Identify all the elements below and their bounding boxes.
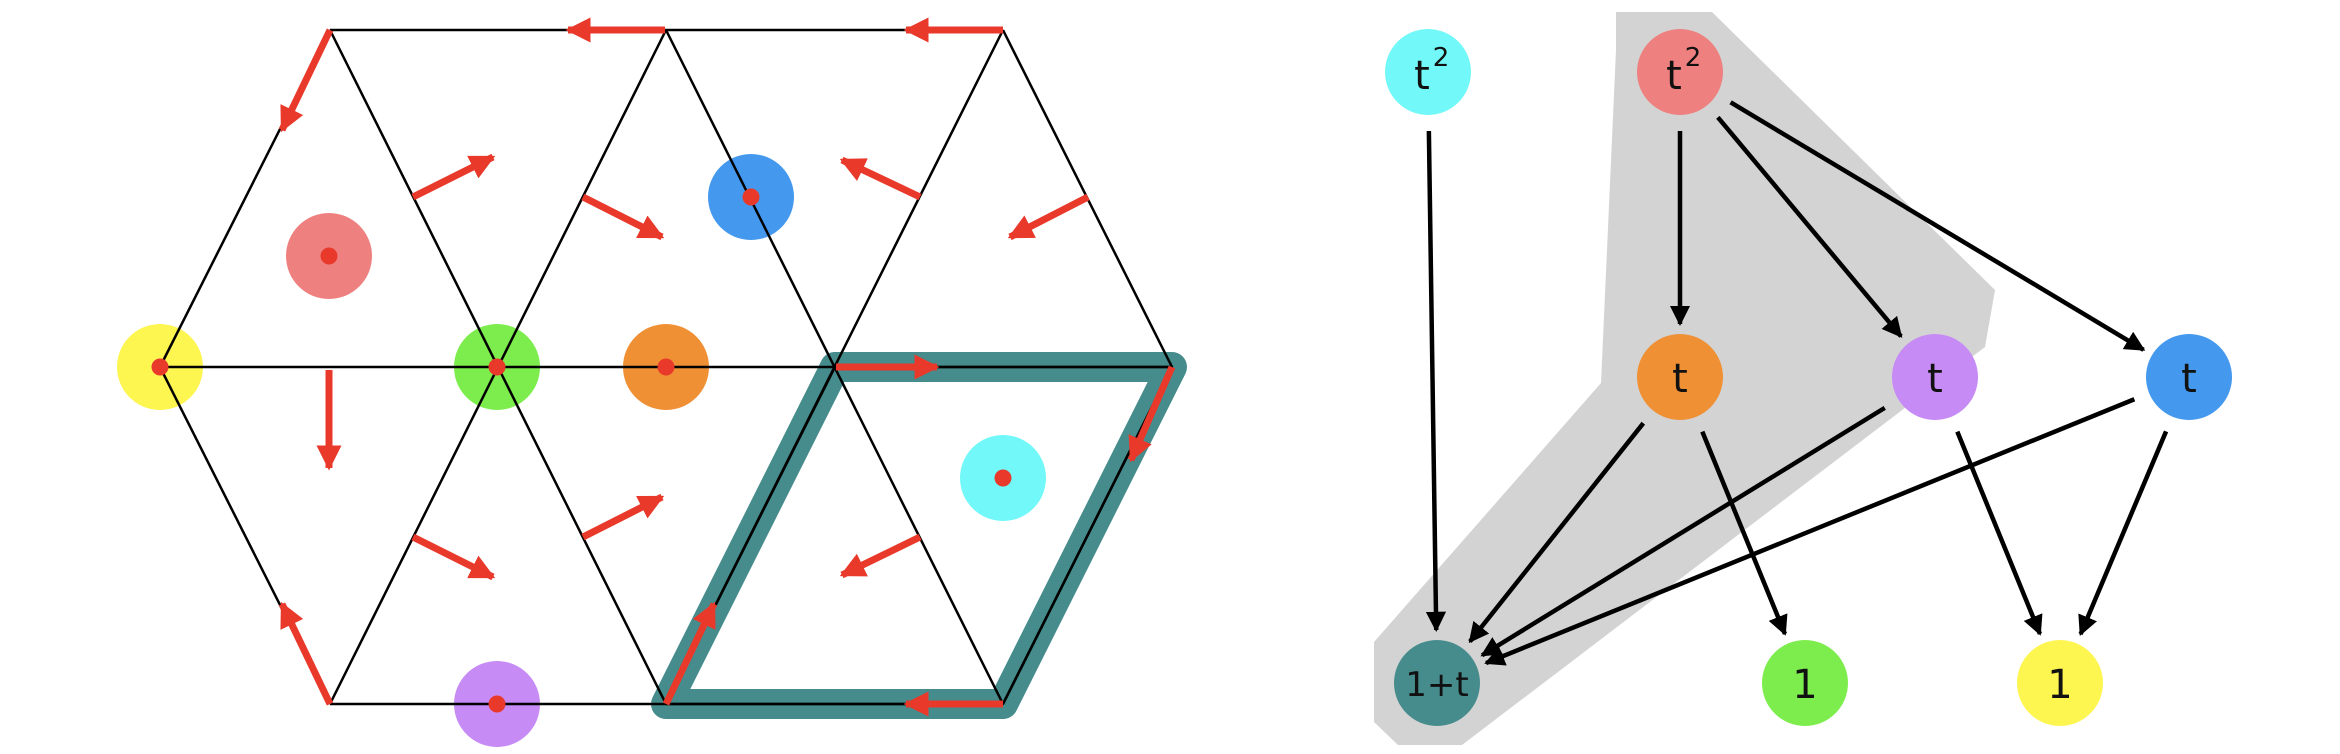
- blue_t-circle: [2146, 334, 2232, 420]
- node-purple_t: t: [1892, 334, 1978, 420]
- purple_t-circle: [1892, 334, 1978, 420]
- flow-arrow-3: [278, 28, 334, 133]
- green_1-label: 1: [1792, 662, 1817, 708]
- node-green_1: 1: [1762, 640, 1848, 726]
- orange_t-label: t: [1672, 356, 1688, 402]
- edge-pink_t2-to-blue_t: [1729, 100, 2146, 352]
- node-yellow_1: 1: [2017, 640, 2103, 726]
- pink-marker-center: [320, 247, 338, 265]
- edge-orange_t-to-green_1: [1700, 430, 1788, 636]
- teal_1pt-circle: [1394, 640, 1480, 726]
- purple_t-label: t: [1927, 356, 1943, 402]
- orange_t-circle: [1637, 334, 1723, 420]
- orange-marker-center: [657, 358, 675, 376]
- flow-arrow-12: [839, 533, 922, 579]
- marker-center-dots: [151, 188, 1012, 713]
- flow-arrow-11: [581, 493, 665, 541]
- cyan_t2-superscript: 2: [1433, 43, 1450, 73]
- yellow-marker-center: [151, 358, 169, 376]
- edge-blue_t-to-teal_1pt: [1484, 397, 2136, 666]
- lattice-grid: [158, 28, 1174, 706]
- node-teal_1pt: 1+t: [1394, 640, 1480, 726]
- pink_t2-label: t: [1666, 53, 1682, 99]
- edge-pink_t2-to-purple_t: [1716, 115, 1903, 338]
- flow-arrow-14: [1127, 365, 1176, 463]
- lattice-edge-10: [664, 29, 1005, 705]
- blue-marker-center: [742, 188, 760, 206]
- pink_t2-superscript: 2: [1685, 43, 1702, 73]
- edge-orange_t-to-teal_1pt: [1468, 421, 1646, 644]
- purple-marker-center: [488, 695, 506, 713]
- yellow_1-circle: [2017, 640, 2103, 726]
- teal_1pt-label: 1+t: [1405, 665, 1468, 705]
- cyan-marker-center: [994, 469, 1012, 487]
- edge-blue_t-to-yellow_1: [2078, 430, 2169, 637]
- flow-arrow-7: [839, 156, 922, 201]
- flow-arrow-16: [662, 601, 718, 706]
- flow-arrow-6: [581, 193, 665, 241]
- node-orange_t: t: [1637, 334, 1723, 420]
- edge-cyan_t2-to-teal_1pt: [1425, 130, 1447, 633]
- flow-arrow-8: [1007, 193, 1090, 241]
- triangular-lattice-diagram: [117, 17, 1187, 747]
- edge-purple_t-to-teal_1pt: [1480, 405, 1886, 658]
- cyan_t2-label: t: [1414, 53, 1430, 99]
- pink_t2-circle: [1637, 29, 1723, 115]
- graph-edges: [1425, 100, 2169, 666]
- yellow_1-label: 1: [2047, 662, 2072, 708]
- green-marker-center: [488, 358, 506, 376]
- flow-arrow-4: [278, 601, 334, 706]
- flow-arrow-5: [411, 153, 496, 201]
- edge-purple_t-to-yellow_1: [1955, 430, 2043, 636]
- lattice-markers: [117, 154, 1046, 747]
- green_1-circle: [1762, 640, 1848, 726]
- flow-arrow-10: [411, 533, 496, 581]
- flow-arrows: [278, 17, 1176, 717]
- cyan_t2-circle: [1385, 29, 1471, 115]
- node-blue_t: t: [2146, 334, 2232, 420]
- blue_t-label: t: [2181, 356, 2197, 402]
